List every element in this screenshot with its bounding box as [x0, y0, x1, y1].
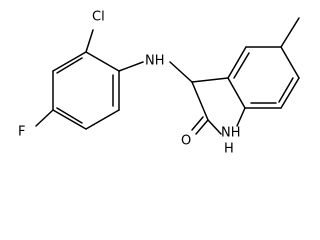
bond-c-f — [35, 109, 54, 127]
ring-n-hydrogen-label: H — [224, 142, 234, 157]
methyl-bond — [280, 17, 300, 48]
bond — [191, 81, 209, 121]
chlorine-label: Cl — [92, 10, 105, 25]
double-bond-inner — [56, 57, 83, 74]
bond-n-c3 — [169, 61, 193, 83]
double-bond-inner — [56, 107, 83, 124]
amine-nh-label: NH — [145, 54, 165, 69]
carbonyl-bond-second — [191, 116, 204, 131]
fluorophenyl-ring — [52, 51, 120, 130]
bond — [227, 46, 247, 79]
bond-c-cl — [85, 29, 94, 53]
bond — [191, 77, 229, 83]
double-bond-inner — [278, 77, 294, 103]
ring-n-label: NH — [221, 126, 241, 141]
bond — [280, 77, 300, 109]
bond — [52, 109, 87, 130]
bond — [236, 107, 246, 127]
carbonyl-bond — [195, 119, 209, 135]
double-bond-inner — [233, 52, 250, 79]
benzo-ring — [227, 46, 300, 109]
bond — [207, 119, 222, 135]
bond — [280, 46, 300, 79]
fluorine-label: F — [18, 125, 25, 140]
lactam-ring — [191, 77, 246, 135]
oxygen-label: O — [181, 134, 191, 149]
bond — [85, 109, 120, 130]
bond — [227, 77, 246, 109]
bond — [52, 51, 87, 72]
bond — [85, 51, 120, 72]
bond-c-n-amine — [118, 61, 144, 72]
molecule-structure: Cl F NH NH H O — [18, 10, 300, 157]
